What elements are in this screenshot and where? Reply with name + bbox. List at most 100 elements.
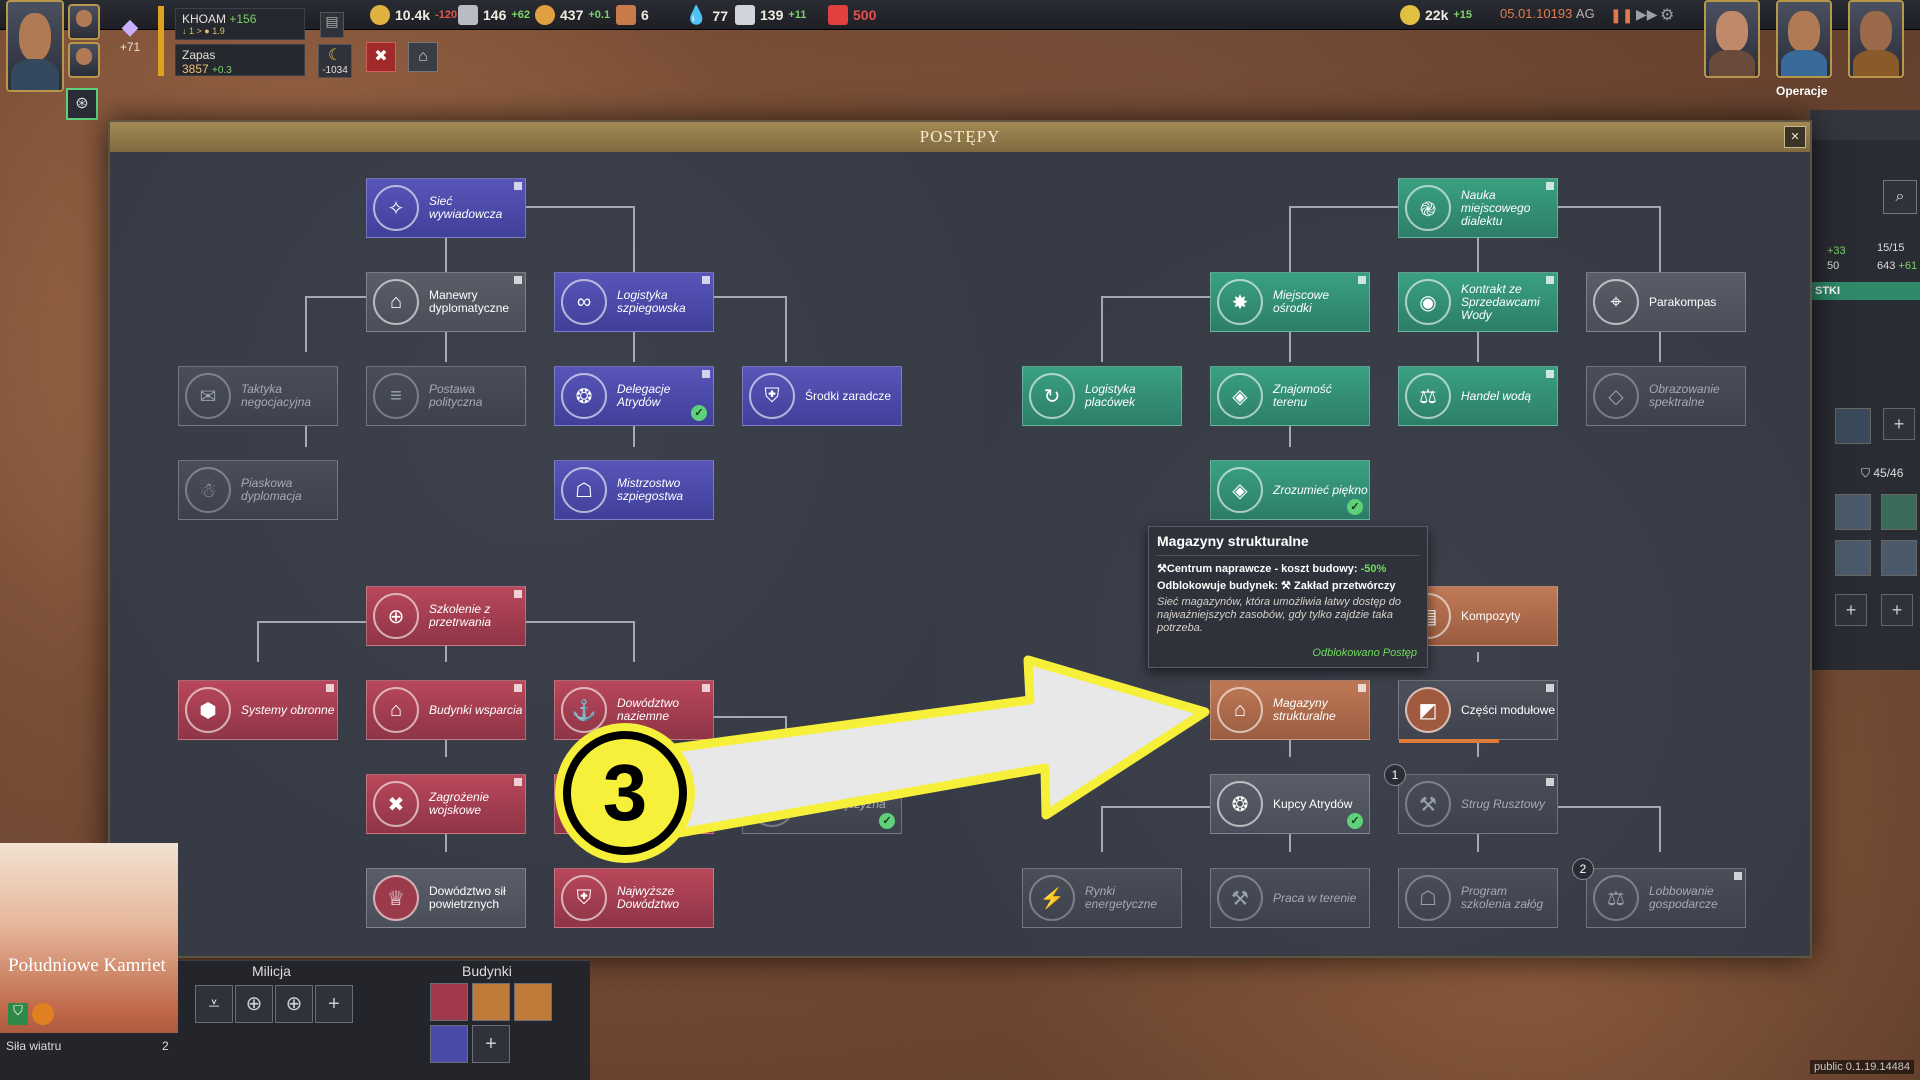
building-slot-2[interactable] (472, 983, 510, 1021)
node-nowa-ojczyzna[interactable]: ⌂Nowa ojczyzna✓ (742, 774, 902, 834)
scale-icon: ⚖ (1405, 373, 1451, 419)
right-stat-3: +33 (1827, 245, 1846, 257)
node-logistyka-szpiegowska[interactable]: ∞Logistyka szpiegowska (554, 272, 714, 332)
advisor-portrait-1[interactable] (68, 4, 100, 40)
building-slot-3[interactable] (514, 983, 552, 1021)
spice-crystal-icon[interactable]: ◆+71 (119, 14, 141, 54)
chevron-rank-icon[interactable]: ⩡ (195, 985, 233, 1023)
shield-icon: ⛉ (8, 1003, 28, 1025)
settlement-icon[interactable]: ⌂ (408, 42, 438, 72)
node-kontrakt-woda[interactable]: ◉Kontrakt ze Sprzedawcami Wody (1398, 272, 1558, 332)
wings-icon: ♕ (373, 875, 419, 921)
resource-water[interactable]: 💧77 (685, 5, 728, 25)
building-slot-4[interactable] (430, 1025, 468, 1063)
add-slot-button[interactable]: + (1835, 594, 1867, 626)
node-lobbowanie[interactable]: ⚖Lobbowanie gospodarcze (1586, 868, 1746, 928)
node-siec-wywiadowcza[interactable]: ✧Sieć wywiadowcza (366, 178, 526, 238)
clipboard-icon[interactable]: ▤ (320, 12, 344, 38)
node-hidden-red[interactable] (554, 774, 714, 834)
worker-icon: ⚒ (1217, 875, 1263, 921)
node-dowodztwo-naziemne[interactable]: ⚓Dowództwo naziemne (554, 680, 714, 740)
unit-slot[interactable] (1881, 494, 1917, 530)
faction-emblem-icon[interactable]: ⊛ (66, 88, 98, 120)
node-postawa-polityczna[interactable]: ≡Postawa polityczna (366, 366, 526, 426)
hawk-icon: ❂ (1217, 781, 1263, 827)
node-miejscowe-osrodki[interactable]: ✸Miejscowe ośrodki (1210, 272, 1370, 332)
wind-label: Siła wiatru (6, 1039, 62, 1053)
leader-portrait[interactable] (6, 0, 64, 92)
node-handel-woda[interactable]: ⚖Handel wodą (1398, 366, 1558, 426)
add-unit-button[interactable]: + (1883, 408, 1915, 440)
unit-slot[interactable] (1835, 494, 1871, 530)
node-logistyka-placowek[interactable]: ↻Logistyka placówek (1022, 366, 1182, 426)
night-indicator[interactable]: ☾-1034 (318, 44, 352, 78)
node-zagrozenie-wojskowe[interactable]: ✖Zagrożenie wojskowe (366, 774, 526, 834)
character-portrait-2[interactable] (1776, 0, 1832, 78)
layers-icon: ◈ (1217, 373, 1263, 419)
lock-icon (514, 276, 522, 284)
node-praca-w-terenie[interactable]: ⚒Praca w terenie (1210, 868, 1370, 928)
lock-icon (702, 370, 710, 378)
character-portrait-1[interactable] (1704, 0, 1760, 78)
node-kupcy-atrydow[interactable]: ❂Kupcy Atrydów✓ (1210, 774, 1370, 834)
resource-components[interactable]: 6 (616, 5, 649, 25)
close-button[interactable]: × (1784, 126, 1806, 148)
character-portrait-3[interactable] (1848, 0, 1904, 78)
node-delegacje-atrydow[interactable]: ❂Delegacje Atrydów✓ (554, 366, 714, 426)
node-obrazowanie-spektralne[interactable]: ◇Obrazowanie spektralne (1586, 366, 1746, 426)
add-militia-button[interactable]: + (315, 985, 353, 1023)
resource-intel[interactable]: 139+11 (735, 5, 806, 25)
node-mistrzostwo-szpiegostwa[interactable]: ☖Mistrzostwo szpiegostwa (554, 460, 714, 520)
resource-military[interactable]: 500 (828, 5, 876, 25)
unit-slot[interactable] (1835, 408, 1871, 444)
node-srodki-zaradcze[interactable]: ⛨Środki zaradcze (742, 366, 902, 426)
add-building-button[interactable]: + (472, 1025, 510, 1063)
add-slot-button[interactable]: + (1881, 594, 1913, 626)
tech-tooltip: Magazyny strukturalne ⚒Centrum naprawcze… (1148, 526, 1428, 668)
node-znajomosc-terenu[interactable]: ◈Znajomość terenu (1210, 366, 1370, 426)
check-icon: ✓ (879, 813, 895, 829)
node-rynki-energetyczne[interactable]: ⚡Rynki energetyczne (1022, 868, 1182, 928)
crosshair-icon[interactable]: ⊕ (235, 985, 273, 1023)
gear-icon[interactable]: ⚙ (1660, 7, 1675, 24)
unit-slot[interactable] (1881, 540, 1917, 576)
node-manewry-dyplomatyczne[interactable]: ⌂Manewry dyplomatyczne (366, 272, 526, 332)
node-magazyny-strukturalne[interactable]: ⌂Magazyny strukturalne (1210, 680, 1370, 740)
node-szkolenie-przetrwania[interactable]: ⊕Szkolenie z przetrwania (366, 586, 526, 646)
scroll-icon: ≡ (373, 373, 419, 419)
node-dowodztwo-sil-powietrznych[interactable]: ♕Dowództwo sił powietrznych (366, 868, 526, 928)
node-najwyzsze-dowodztwo[interactable]: ⛨Najwyższe Dowództwo (554, 868, 714, 928)
lock-icon (1546, 370, 1554, 378)
pause-icon[interactable]: ❚❚ (1610, 7, 1634, 23)
zapas-box[interactable]: Zapas 3857 +0.3 (175, 44, 305, 76)
fast-forward-icon[interactable]: ▶▶ (1636, 6, 1658, 22)
location-card[interactable]: Południowe Kamriet ⛉ Siła wiatru 2 (0, 843, 178, 1080)
node-systemy-obronne[interactable]: ⬢Systemy obronne (178, 680, 338, 740)
node-budynki-wsparcia[interactable]: ⌂Budynki wsparcia (366, 680, 526, 740)
node-nauka-dialektu[interactable]: ֎Nauka miejscowego dialektu (1398, 178, 1558, 238)
node-program-szkolenia[interactable]: ☖Program szkolenia załóg (1398, 868, 1558, 928)
khoam-sub: ↓ 1 > ● 1.9 (182, 26, 225, 36)
node-taktyka-negocjacyjna[interactable]: ✉Taktyka negocjacyjna (178, 366, 338, 426)
node-piaskowa-dyplomacja[interactable]: ☃Piaskowa dyplomacja (178, 460, 338, 520)
search-icon[interactable]: ⌕ (1883, 180, 1917, 214)
node-zrozumiec-piekno[interactable]: ◈Zrozumieć piękno✓ (1210, 460, 1370, 520)
conflict-alert-icon[interactable]: ✖ (366, 42, 396, 72)
chat-icon: ✉ (185, 373, 231, 419)
crosshair-icon[interactable]: ⊕ (275, 985, 313, 1023)
khoam-box[interactable]: KHOAM +156 ↓ 1 > ● 1.9 (175, 8, 305, 40)
unit-slot[interactable] (1835, 540, 1871, 576)
lock-icon (1546, 778, 1554, 786)
node-parakompas[interactable]: ⌖Parakompas (1586, 272, 1746, 332)
resource-influence[interactable]: 22k+15 (1400, 5, 1472, 25)
tooltip-status: Odblokowano Postęp (1312, 647, 1417, 659)
resource-solari[interactable]: 10.4k-120 (370, 5, 457, 25)
advisor-portrait-2[interactable] (68, 42, 100, 78)
building-slot-1[interactable] (430, 983, 468, 1021)
resource-plastanium[interactable]: 146+62 (458, 5, 530, 25)
militia-label: Milicja (252, 963, 291, 979)
resource-spice[interactable]: 437+0.1 (535, 5, 610, 25)
node-czesci-modulowe[interactable]: ◩Części modułowe (1398, 680, 1558, 743)
right-panel-tab[interactable]: STKI (1811, 282, 1920, 300)
node-strug-rusztowy[interactable]: ⚒Strug Rusztowy (1398, 774, 1558, 834)
